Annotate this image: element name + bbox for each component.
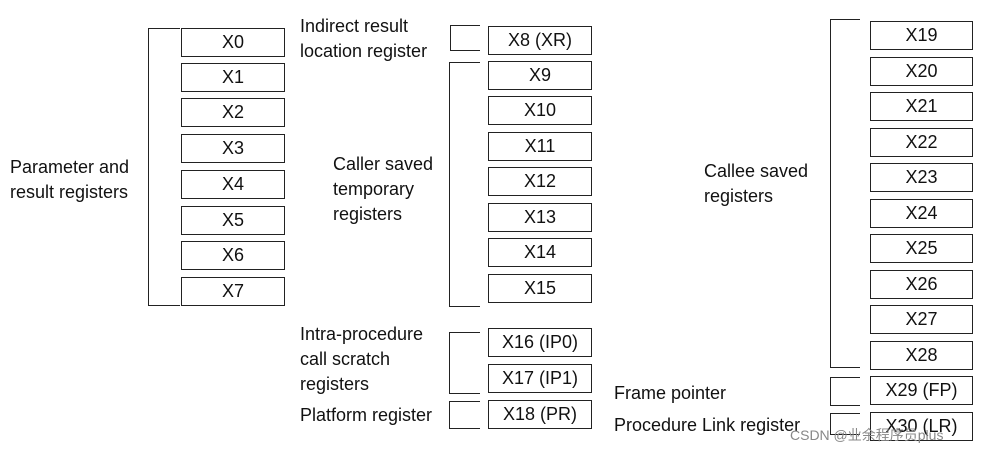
register-x0: X0 (181, 28, 285, 57)
register-x1: X1 (181, 63, 285, 92)
register-x11: X11 (488, 132, 592, 161)
watermark: CSDN @业余程序员plus (790, 427, 944, 443)
label-platform-register: Platform register (300, 405, 433, 425)
bracket-platform-register (449, 401, 480, 429)
register-x3: X3 (181, 134, 285, 163)
label-procedure-link: Procedure Link register (614, 415, 801, 435)
register-x4: X4 (181, 170, 285, 199)
register-x12: X12 (488, 167, 592, 196)
register-x26: X26 (870, 270, 973, 299)
register-x8: X8 (XR) (488, 26, 592, 55)
label-caller-saved: Caller saved temporary registers (333, 154, 434, 224)
label-callee-saved: Callee saved registers (704, 161, 809, 206)
register-x17: X17 (IP1) (488, 364, 592, 393)
bracket-intra-procedure (449, 332, 480, 394)
register-x29: X29 (FP) (870, 376, 973, 405)
register-x2: X2 (181, 98, 285, 127)
register-x10: X10 (488, 96, 592, 125)
bracket-callee-saved (830, 19, 860, 368)
register-x24: X24 (870, 199, 973, 228)
register-x20: X20 (870, 57, 973, 86)
register-x16: X16 (IP0) (488, 328, 592, 357)
register-x13: X13 (488, 203, 592, 232)
label-indirect-result: Indirect result location register (300, 16, 428, 61)
register-x30: X30 (LR) (870, 412, 973, 441)
register-x9: X9 (488, 61, 592, 90)
register-x19: X19 (870, 21, 973, 50)
register-x25: X25 (870, 234, 973, 263)
register-x28: X28 (870, 341, 973, 370)
register-x15: X15 (488, 274, 592, 303)
bracket-frame-pointer (830, 377, 860, 406)
register-x27: X27 (870, 305, 973, 334)
bracket-indirect-result (450, 25, 480, 51)
register-x14: X14 (488, 238, 592, 267)
label-frame-pointer: Frame pointer (614, 383, 727, 403)
register-x6: X6 (181, 241, 285, 270)
bracket-procedure-link (830, 413, 860, 435)
label-parameter-registers: Parameter and result registers (10, 157, 130, 202)
register-x21: X21 (870, 92, 973, 121)
label-intra-procedure: Intra-procedure call scratch registers (300, 324, 424, 394)
bracket-parameter-registers (148, 28, 180, 306)
register-x22: X22 (870, 128, 973, 157)
register-x18: X18 (PR) (488, 400, 592, 429)
register-x7: X7 (181, 277, 285, 306)
register-x5: X5 (181, 206, 285, 235)
register-x23: X23 (870, 163, 973, 192)
bracket-caller-saved (449, 62, 480, 307)
